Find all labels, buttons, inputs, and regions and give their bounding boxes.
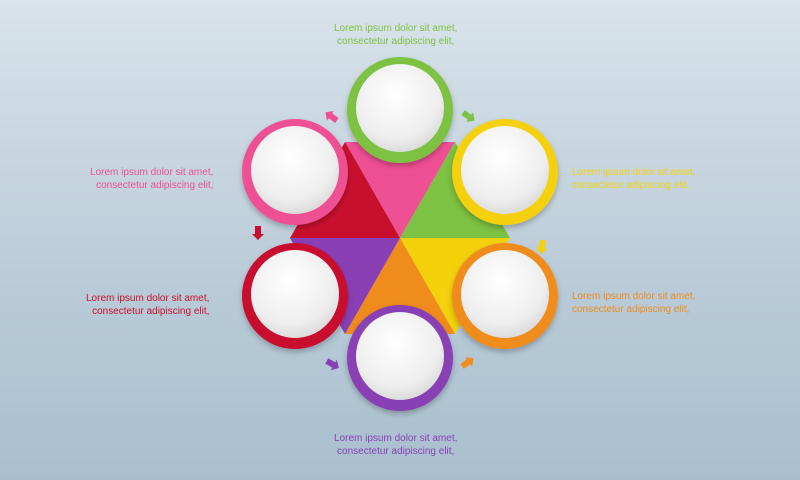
disc-purple bbox=[356, 312, 444, 400]
arrow-orange-icon bbox=[460, 356, 474, 369]
arrow-pink-icon bbox=[325, 110, 339, 123]
disc-yellow bbox=[461, 126, 549, 214]
step-yellow bbox=[452, 119, 558, 225]
caption-purple: Lorem ipsum dolor sit amet, consectetur … bbox=[334, 432, 457, 458]
caption-green-line1: Lorem ipsum dolor sit amet, bbox=[334, 23, 458, 34]
step-purple bbox=[347, 305, 453, 411]
step-red bbox=[242, 243, 348, 349]
caption-pink-line2: consectetur adipiscing elit, bbox=[96, 180, 214, 191]
caption-yellow-line2: consectetur adipiscing elit, bbox=[572, 180, 690, 191]
step-pink bbox=[242, 119, 348, 225]
caption-pink: Lorem ipsum dolor sit amet, consectetur … bbox=[90, 166, 213, 192]
step-orange bbox=[452, 243, 558, 349]
caption-yellow: Lorem ipsum dolor sit amet, consectetur … bbox=[572, 166, 695, 192]
disc-green bbox=[356, 64, 444, 152]
arrow-purple-icon bbox=[325, 358, 339, 371]
arrow-red-icon bbox=[252, 226, 264, 240]
disc-red bbox=[251, 250, 339, 338]
caption-yellow-line1: Lorem ipsum dolor sit amet, bbox=[572, 167, 696, 178]
triangle-pink bbox=[345, 142, 455, 238]
caption-pink-line1: Lorem ipsum dolor sit amet, bbox=[90, 167, 214, 178]
caption-orange: Lorem ipsum dolor sit amet, consectetur … bbox=[572, 290, 695, 316]
caption-orange-line2: consectetur adipiscing elit, bbox=[572, 304, 690, 315]
caption-purple-line2: consectetur adipiscing elit, bbox=[337, 446, 455, 457]
triangle-orange bbox=[345, 238, 455, 334]
caption-orange-line1: Lorem ipsum dolor sit amet, bbox=[572, 291, 696, 302]
caption-purple-line1: Lorem ipsum dolor sit amet, bbox=[334, 433, 458, 444]
disc-orange bbox=[461, 250, 549, 338]
step-green bbox=[347, 57, 453, 163]
caption-green: Lorem ipsum dolor sit amet, consectetur … bbox=[334, 22, 457, 48]
arrow-green-icon bbox=[461, 110, 475, 123]
caption-red-line1: Lorem ipsum dolor sit amet, bbox=[86, 293, 210, 304]
caption-red: Lorem ipsum dolor sit amet, consectetur … bbox=[86, 292, 209, 318]
caption-red-line2: consectetur adipiscing elit, bbox=[92, 306, 210, 317]
disc-pink bbox=[251, 126, 339, 214]
arrow-yellow-icon bbox=[535, 239, 548, 254]
caption-green-line2: consectetur adipiscing elit, bbox=[337, 36, 455, 47]
